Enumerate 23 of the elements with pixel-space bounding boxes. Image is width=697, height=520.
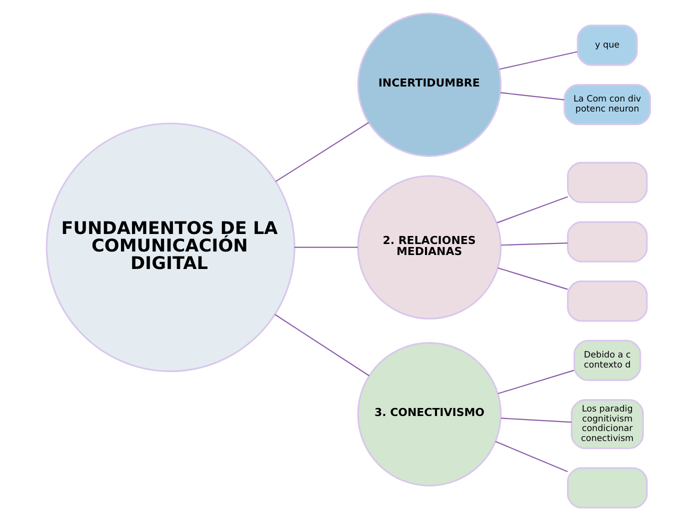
node-circle: INCERTIDUMBRE	[357, 12, 502, 156]
connector	[495, 440, 568, 472]
node-circle: 3. CONECTIVISMO	[357, 342, 502, 486]
node-box: Debido a c contexto d	[574, 339, 642, 381]
connector	[500, 417, 572, 422]
connector	[275, 122, 370, 182]
node-circle: 2. RELACIONES MEDIANAS	[357, 174, 502, 320]
node-box	[566, 466, 648, 508]
connector	[274, 314, 370, 376]
node-box: Los paradig cognitivism condicionar conectivism	[570, 398, 644, 449]
node-box	[566, 161, 648, 203]
connector	[498, 266, 568, 290]
connector	[500, 242, 568, 246]
connector	[496, 196, 568, 223]
node-box: La Com con div potenc neuron	[564, 83, 651, 125]
node-circle: FUNDAMENTOS DE LA COMUNICACIÓN DIGITAL	[46, 122, 296, 372]
node-box: y que	[576, 24, 638, 66]
node-box	[566, 220, 648, 262]
node-box	[566, 280, 648, 322]
connector	[498, 369, 574, 394]
connector	[294, 246, 358, 248]
connector	[500, 92, 564, 100]
connector	[499, 50, 578, 70]
